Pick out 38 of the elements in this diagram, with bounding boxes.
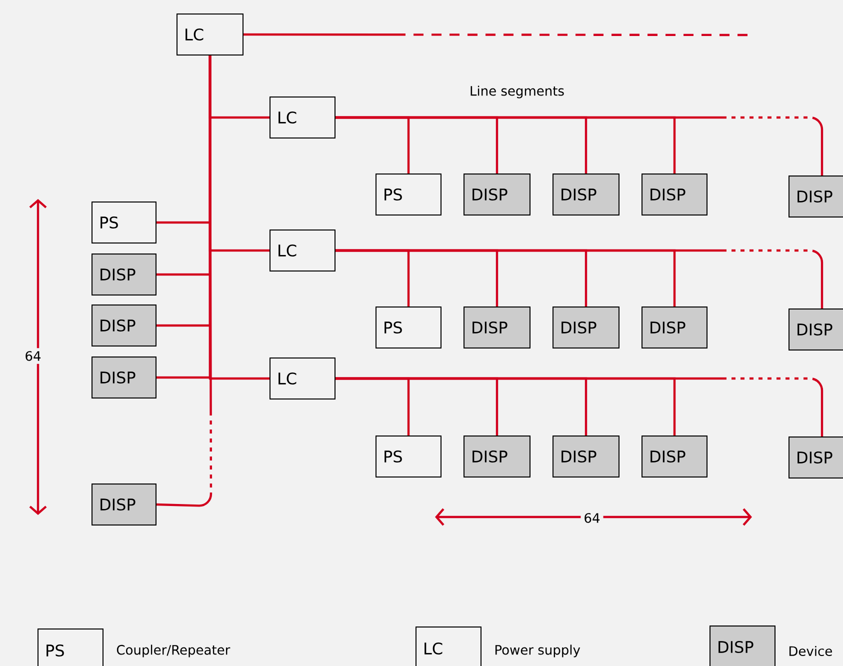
bus-line (244, 33, 748, 36)
dimension-label: 64 (580, 510, 604, 526)
component-box: DISP (642, 306, 708, 348)
bus-line (336, 116, 824, 176)
component-box: PS (376, 306, 442, 348)
component-box: DISP (788, 436, 843, 478)
component-box: PS (376, 436, 442, 478)
component-box: DISP (464, 436, 530, 478)
component-box: DISP (710, 626, 776, 666)
component-box: PS (376, 174, 442, 216)
section-label: Line segments (470, 86, 564, 98)
component-box: DISP (552, 306, 620, 348)
component-box: LC (416, 626, 482, 666)
component-box: LC (270, 358, 336, 400)
component-box: DISP (642, 436, 708, 478)
component-box: DISP (642, 174, 708, 216)
component-box: PS (92, 202, 156, 244)
legend-text: Device (789, 646, 832, 656)
component-box: DISP (788, 176, 843, 218)
legend-text: Coupler/Repeater (116, 644, 230, 658)
component-box: LC (176, 14, 244, 56)
component-box: DISP (92, 254, 156, 296)
component-box: DISP (552, 174, 620, 216)
component-box: DISP (788, 308, 843, 350)
bus-line (336, 377, 824, 436)
dimension-label: 64 (22, 348, 44, 364)
component-box: DISP (92, 356, 156, 398)
component-box: LC (270, 96, 336, 138)
bus-line (336, 249, 824, 308)
component-box: DISP (552, 436, 620, 478)
bus-line (156, 56, 212, 507)
component-box: DISP (92, 484, 156, 526)
component-box: DISP (92, 304, 156, 346)
component-box: DISP (464, 174, 530, 216)
component-box: PS (38, 628, 104, 666)
component-box: LC (270, 230, 336, 272)
legend-text: Power supply (495, 644, 580, 658)
component-box: DISP (464, 306, 530, 348)
